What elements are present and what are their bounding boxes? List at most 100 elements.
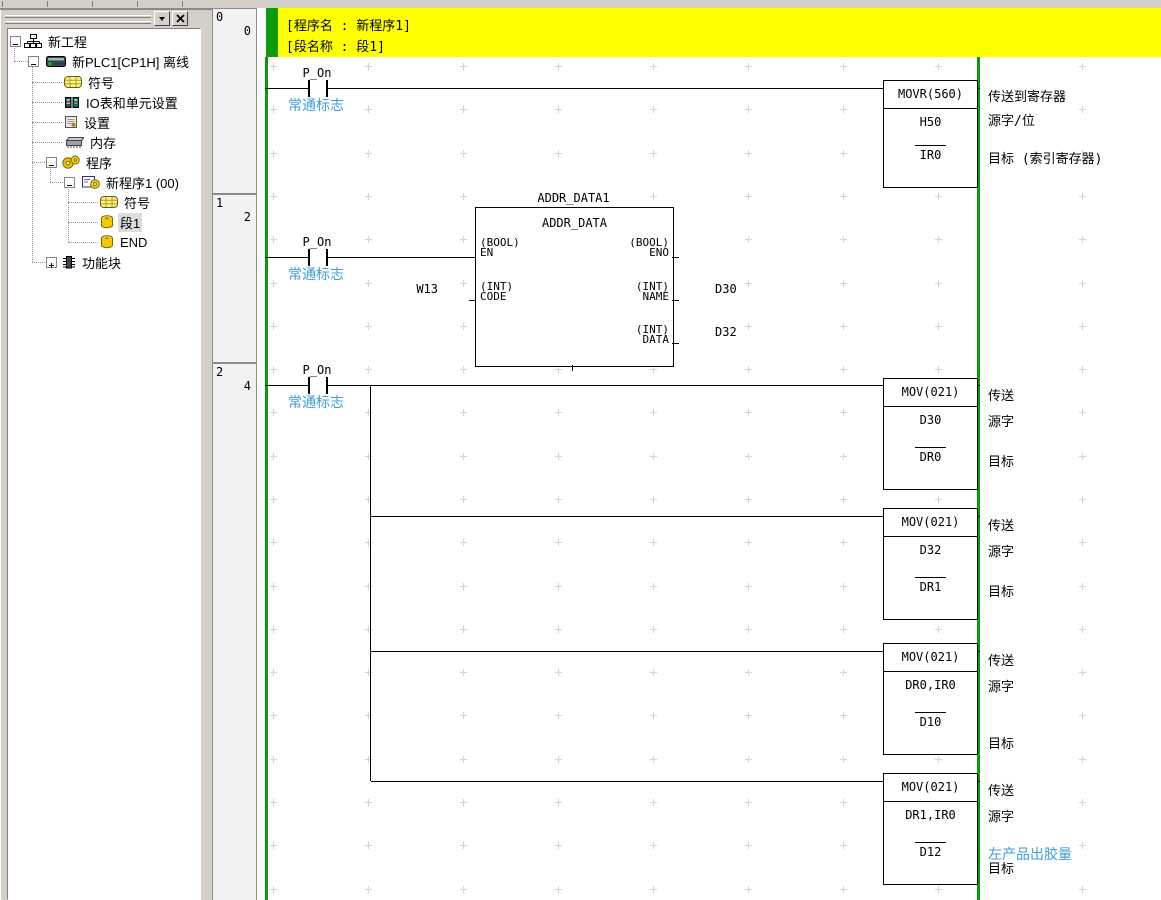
fb-param[interactable]: D30 [715,282,737,296]
operand-dst[interactable]: DR0 [884,447,977,464]
wire-segment [328,385,883,386]
instruction-block-mov[interactable]: MOV(021) D30 DR0 [883,378,978,490]
grid-plus [1079,236,1086,243]
operand-dst[interactable]: IR0 [884,145,977,162]
expander-minus-icon[interactable] [64,177,75,188]
grid-plus [365,886,372,893]
grid-plus [745,626,752,633]
grid-plus [270,626,277,633]
grid-plus [1079,886,1086,893]
operand-dst[interactable]: D10 [884,712,977,729]
tree-item-program1[interactable]: 新程序1 (00) [82,173,181,191]
grid-plus [555,409,562,416]
grid-plus [555,842,562,849]
tree-item-end[interactable]: END [100,233,149,251]
tree-item-function-blocks[interactable]: 功能块 [62,253,123,271]
fb-pin-tick [672,257,679,258]
grid-plus [460,150,467,157]
grid-plus [365,193,372,200]
grid-plus [935,496,942,503]
grid-plus [460,409,467,416]
tree-item-settings[interactable]: 设置 [64,113,112,131]
program-folder-icon [62,155,80,169]
grid-plus [270,409,277,416]
grid-plus [840,583,847,590]
tree-guide [50,182,63,183]
contact-leg [326,80,328,97]
toolbar-gripper[interactable] [5,12,151,24]
tree-item-program1-symbols[interactable]: 符号 [100,193,152,211]
rung-margin-cell[interactable]: 1 2 [212,194,257,363]
wire-segment [265,385,308,386]
project-icon [24,34,42,48]
tree-item-programs[interactable]: 程序 [62,153,114,171]
fb-instance-name[interactable]: ADDR_DATA1 [537,191,610,205]
grid-plus [650,539,657,546]
operand-src[interactable]: D30 [919,413,942,427]
expander-plus-icon[interactable] [46,257,57,268]
grid-plus [1079,712,1086,719]
operand-dst[interactable]: DR1 [884,577,977,594]
instruction-title: MOV(021) [884,644,977,672]
fb-param[interactable]: W13 [416,282,438,296]
operand-comment: 目标 [988,585,1015,600]
expander-minus-icon[interactable] [28,56,39,67]
rung-margin-cell[interactable]: 2 4 [212,363,257,900]
grid-plus [650,453,657,460]
grid-plus [1079,366,1086,373]
fb-param[interactable]: D32 [715,325,737,339]
instruction-block-mov[interactable]: MOV(021) DR0,IR0 D10 [883,643,978,755]
grid-plus [650,496,657,503]
instruction-block-mov[interactable]: MOV(021) DR1,IR0 D12 [883,773,978,885]
tree-item-section1[interactable]: 段1 [100,212,143,232]
grid-plus [840,669,847,676]
contact-comment: 常通标志 [288,267,344,283]
expander-minus-icon[interactable] [46,157,57,168]
rung-margin-cell[interactable]: 0 0 [212,8,257,194]
grid-plus [555,712,562,719]
program-icon [82,176,100,189]
operand-comment: 源字/位 [988,114,1035,129]
grid-plus [935,236,942,243]
ladder-canvas[interactable]: [程序名 : 新程序1] [段名称 : 段1] P_On 常通标志 MOVR(5… [258,8,1161,900]
workspace-dropdown-button[interactable] [154,11,170,26]
instruction-block-mov[interactable]: MOV(021) D32 DR1 [883,508,978,620]
grid-plus [1079,756,1086,763]
operand-dst[interactable]: D12 [884,842,977,859]
grid-plus [745,886,752,893]
grid-plus [460,669,467,676]
grid-plus [935,323,942,330]
expander-minus-icon[interactable] [10,36,21,47]
grid-plus [935,63,942,70]
grid-plus [935,193,942,200]
function-block-addr-data[interactable]: ADDR_DATA (BOOL)EN (BOOL)ENO (INT)CODE (… [475,207,674,367]
tree-item-plc[interactable]: 新PLC1[CP1H] 离线 [46,52,191,70]
memory-icon [65,136,84,148]
grid-plus [1079,150,1086,157]
tree-item-new-project[interactable]: 新工程 [24,32,89,50]
grid-plus [840,842,847,849]
grid-plus [745,712,752,719]
operand-src[interactable]: DR1,IR0 [905,808,956,822]
grid-plus [745,193,752,200]
operand-src[interactable]: DR0,IR0 [905,678,956,692]
operand-src[interactable]: D32 [919,543,942,557]
tree-item-io-table[interactable]: IO表和单元设置 [64,93,180,111]
operand-comment: 目标 (索引寄存器) [988,152,1103,167]
operand-src[interactable]: H50 [919,115,942,129]
contact-comment: 常通标志 [288,395,344,411]
operand-comment: 源字 [988,810,1015,825]
grid-plus [745,583,752,590]
tree-item-symbols[interactable]: 符号 [64,73,116,91]
grid-plus [365,323,372,330]
workspace-close-button[interactable] [172,11,188,26]
grid-plus [1079,453,1086,460]
instruction-block-movr[interactable]: MOVR(560) H50 IR0 [883,80,978,188]
tree-item-memory[interactable]: 内存 [64,133,118,151]
grid-plus [650,799,657,806]
tree-guide [32,122,62,123]
contact-label: P_On [302,235,332,249]
grid-plus [555,496,562,503]
tree-guide [14,45,15,61]
